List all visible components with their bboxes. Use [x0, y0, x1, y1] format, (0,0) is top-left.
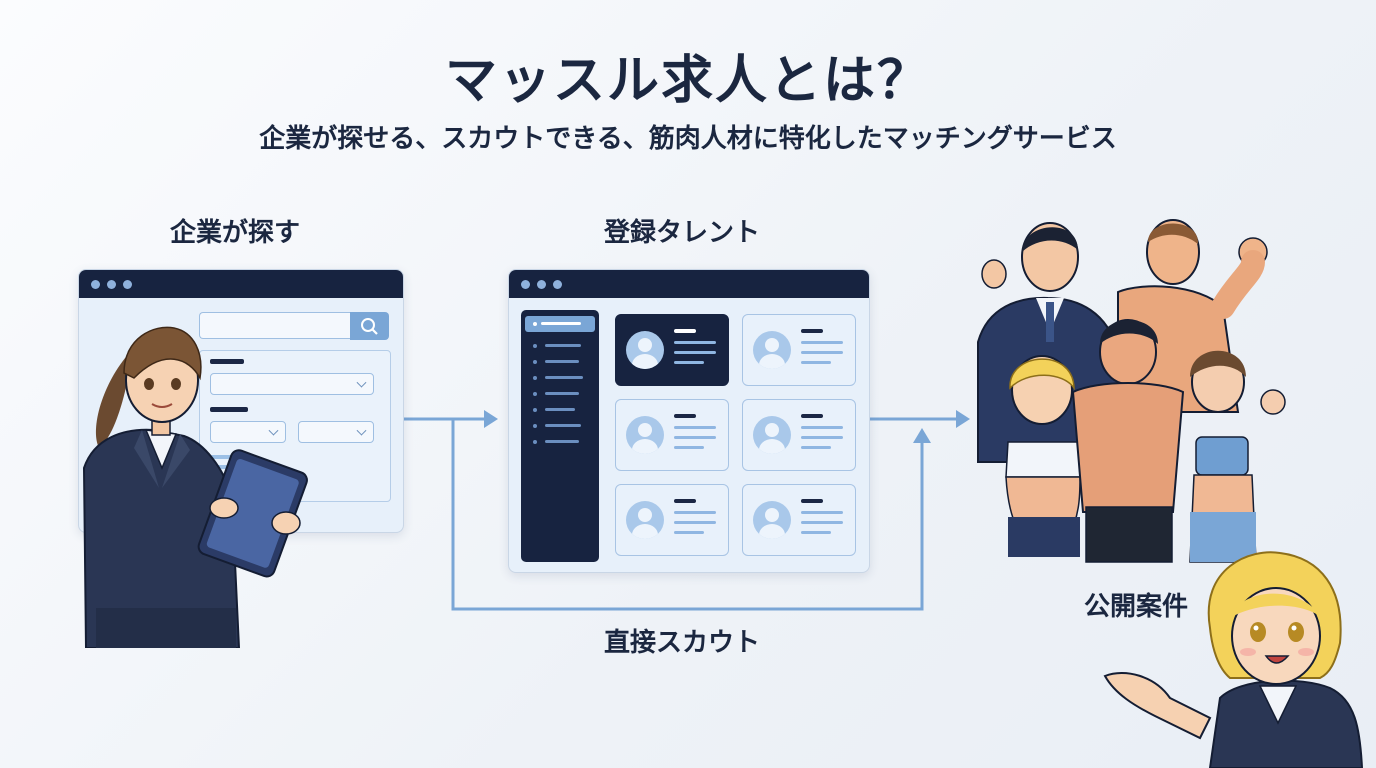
- chevron-down-icon: [356, 377, 367, 388]
- avatar-icon: [626, 416, 664, 454]
- muscle-talent-group-illustration: [977, 219, 1286, 563]
- presenter-illustration: [1103, 551, 1364, 768]
- avatar-icon: [753, 416, 791, 454]
- talent-window: [508, 269, 870, 573]
- filter-select-2[interactable]: [210, 421, 286, 443]
- sidebar: [521, 310, 599, 562]
- sidebar-item[interactable]: [545, 344, 581, 347]
- sidebar-item-active[interactable]: [525, 316, 595, 332]
- talent-card[interactable]: [742, 314, 856, 386]
- talent-card[interactable]: [742, 399, 856, 471]
- talent-card[interactable]: [615, 314, 729, 386]
- talent-card[interactable]: [615, 399, 729, 471]
- label-company-search: 企業が探す: [170, 218, 301, 248]
- sidebar-item[interactable]: [545, 360, 579, 363]
- label-registered-talent: 登録タレント: [604, 218, 761, 248]
- arrow-up-icon: [913, 428, 931, 443]
- sidebar-item[interactable]: [545, 440, 579, 443]
- sidebar-item[interactable]: [545, 424, 581, 427]
- arrow-right-icon: [484, 410, 498, 428]
- arrow-right-icon: [956, 410, 970, 428]
- search-icon: [361, 318, 378, 335]
- search-input[interactable]: [199, 312, 350, 339]
- talent-card[interactable]: [615, 484, 729, 556]
- sidebar-item[interactable]: [545, 408, 575, 411]
- direct-scout-path: [451, 419, 924, 611]
- page-subtitle: 企業が探せる、スカウトできる、筋肉人材に特化したマッチングサービス: [259, 124, 1117, 154]
- sidebar-item[interactable]: [545, 392, 579, 395]
- window-titlebar: [79, 270, 403, 298]
- businesswoman-illustration: [82, 326, 308, 648]
- filter-select-3[interactable]: [298, 421, 374, 443]
- avatar-icon: [626, 501, 664, 539]
- search-button[interactable]: [350, 312, 389, 340]
- filter-select-1[interactable]: [210, 373, 374, 395]
- page-title: マッスル求人とは？: [444, 51, 931, 111]
- label-direct-scout: 直接スカウト: [604, 628, 761, 658]
- avatar-icon: [753, 501, 791, 539]
- window-titlebar: [509, 270, 869, 298]
- sidebar-item[interactable]: [545, 376, 583, 379]
- label-public-jobs: 公開案件: [1084, 592, 1189, 622]
- chevron-down-icon: [356, 425, 367, 436]
- avatar-icon: [753, 331, 791, 369]
- avatar-icon: [626, 331, 664, 369]
- talent-card[interactable]: [742, 484, 856, 556]
